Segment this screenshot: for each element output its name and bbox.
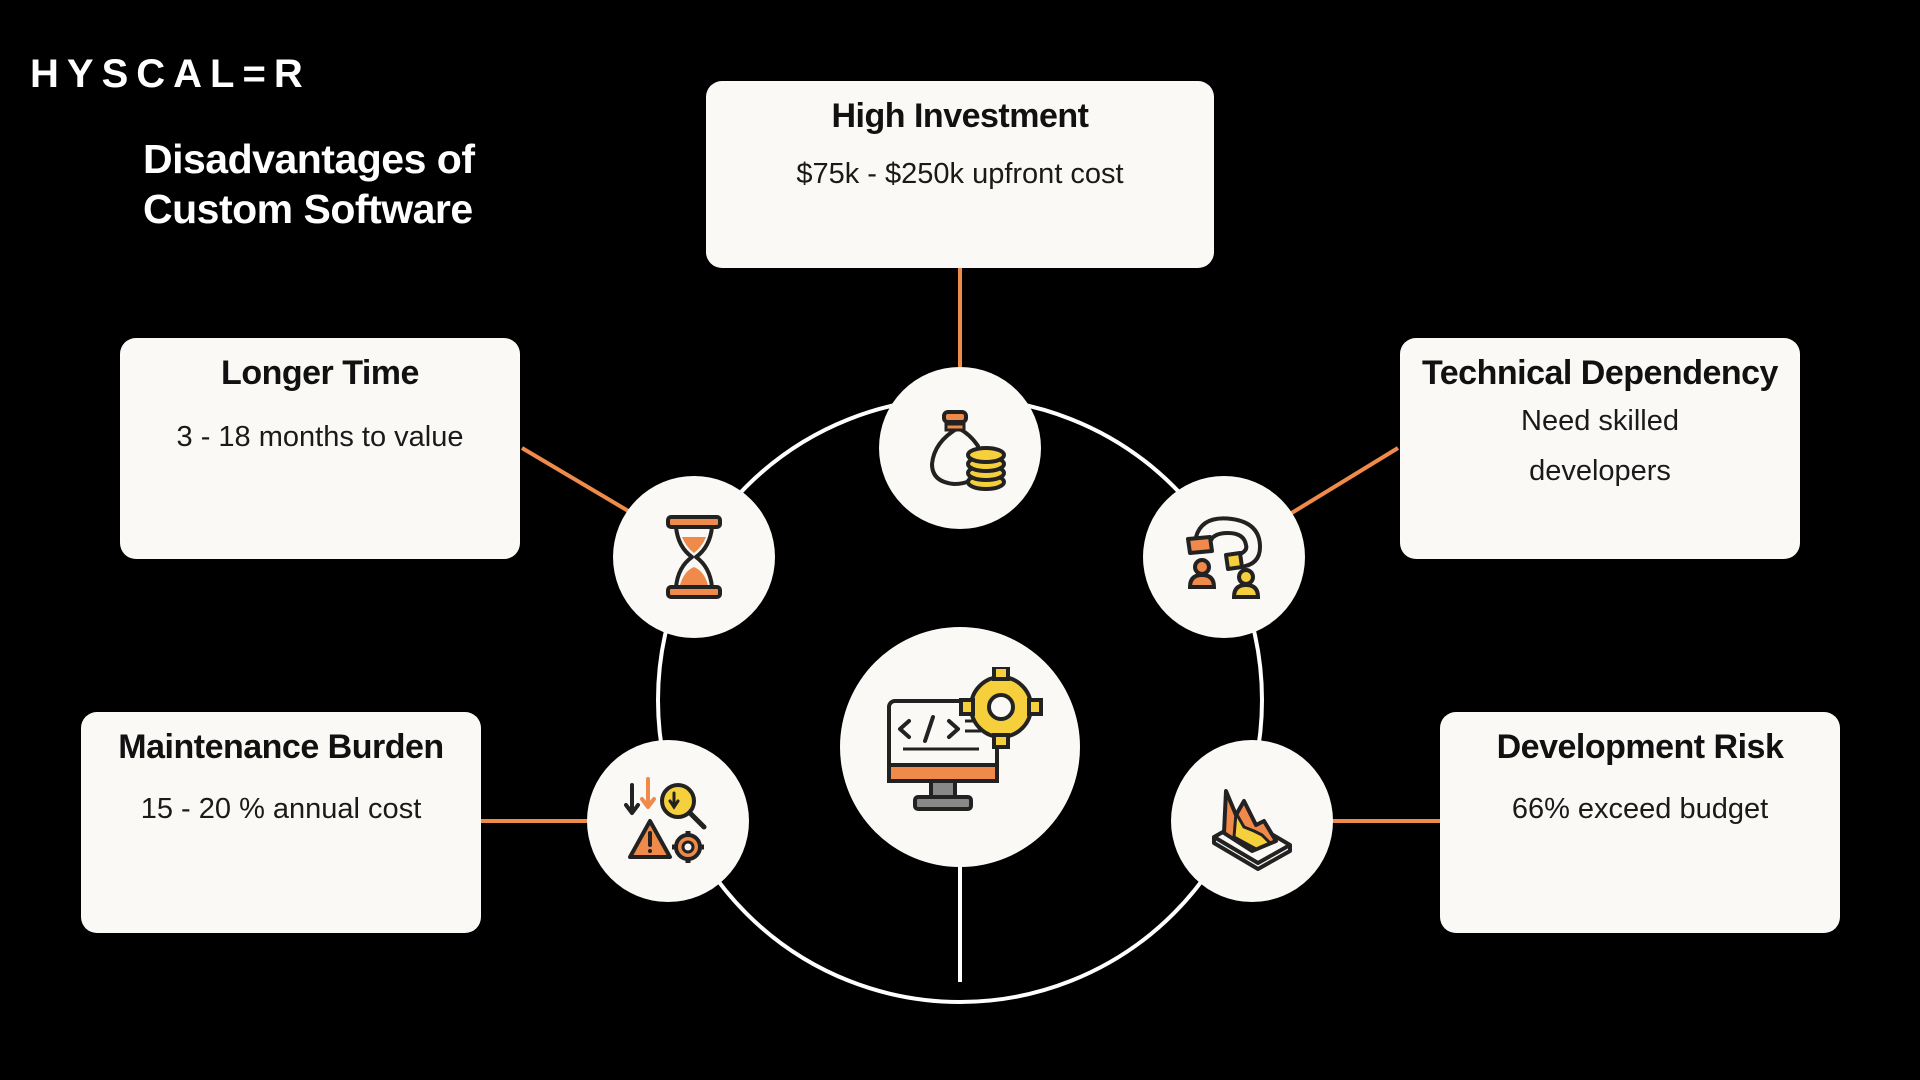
card-title: High Investment bbox=[831, 97, 1089, 135]
card-text: 15 - 20 % annual cost bbox=[140, 793, 422, 825]
page-title: Disadvantages of Custom Software bbox=[143, 134, 475, 234]
card-title: Technical Dependency bbox=[1422, 354, 1778, 392]
dependency-node bbox=[1143, 476, 1305, 638]
card-text: Need skilled developers bbox=[1521, 405, 1679, 487]
money-bag-coins-icon bbox=[930, 410, 1006, 491]
magnet-people-icon bbox=[1186, 516, 1262, 599]
risk-node bbox=[1171, 740, 1333, 902]
code-monitor-gear-icon bbox=[887, 667, 1043, 811]
card-maintenance-burden: Maintenance Burden 15 - 20 % annual cost bbox=[81, 712, 481, 933]
center-node bbox=[840, 627, 1080, 867]
maintenance-warning-gear-icon bbox=[624, 777, 707, 863]
card-technical-dependency: Technical Dependency Need skilled develo… bbox=[1400, 338, 1800, 559]
maintenance-node bbox=[587, 740, 749, 902]
hourglass-icon bbox=[666, 515, 722, 599]
falling-chart-icon bbox=[1212, 789, 1292, 871]
card-text: 3 - 18 months to value bbox=[176, 421, 464, 453]
card-text: $75k - $250k upfront cost bbox=[796, 158, 1124, 190]
card-longer-time: Longer Time 3 - 18 months to value bbox=[120, 338, 520, 559]
page-title-line-2: Custom Software bbox=[143, 186, 473, 232]
card-development-risk: Development Risk 66% exceed budget bbox=[1440, 712, 1840, 933]
card-title: Development Risk bbox=[1496, 728, 1784, 766]
card-high-investment: High Investment $75k - $250k upfront cos… bbox=[706, 81, 1214, 268]
connector-time bbox=[520, 446, 632, 514]
page-title-line-1: Disadvantages of bbox=[143, 136, 475, 182]
brand-logo: HYSCAL=R bbox=[30, 52, 311, 96]
card-title: Maintenance Burden bbox=[118, 728, 444, 766]
time-node bbox=[613, 476, 775, 638]
connector-dependency bbox=[1288, 446, 1400, 516]
card-text: 66% exceed budget bbox=[1511, 793, 1769, 825]
investment-node bbox=[879, 367, 1041, 529]
card-title: Longer Time bbox=[221, 354, 419, 392]
